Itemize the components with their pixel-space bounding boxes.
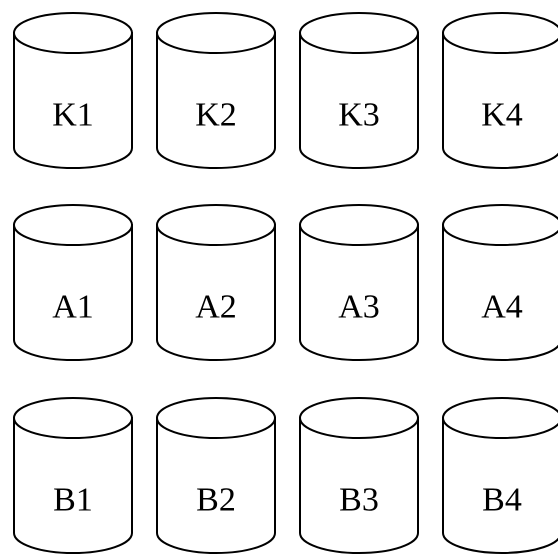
cylinder-top (299, 397, 419, 439)
cylinder-top (299, 204, 419, 246)
cylinder-label: A1 (52, 289, 94, 326)
cylinder-body (156, 417, 276, 554)
cylinder-top (299, 12, 419, 54)
cylinder-top (442, 204, 558, 246)
cylinder-label: A4 (481, 289, 523, 326)
cylinder-body (442, 417, 558, 554)
cylinder-b3: B3 (299, 397, 419, 554)
cylinder-body (299, 224, 419, 361)
cylinder-body (299, 32, 419, 169)
cylinder-label: B4 (482, 482, 522, 519)
cylinder-k3: K3 (299, 12, 419, 169)
cylinder-label: K4 (481, 97, 523, 134)
cylinder-body (442, 224, 558, 361)
cylinder-top (442, 12, 558, 54)
cylinder-a1: A1 (13, 204, 133, 361)
cylinder-top (156, 12, 276, 54)
cylinder-b2: B2 (156, 397, 276, 554)
cylinder-top (442, 397, 558, 439)
cylinder-a4: A4 (442, 204, 558, 361)
cylinder-body (13, 32, 133, 169)
cylinder-label: K3 (338, 97, 380, 134)
cylinder-label: B1 (53, 482, 93, 519)
cylinder-a3: A3 (299, 204, 419, 361)
cylinder-b1: B1 (13, 397, 133, 554)
cylinder-label: B2 (196, 482, 236, 519)
cylinder-k4: K4 (442, 12, 558, 169)
cylinder-body (156, 224, 276, 361)
cylinder-body (13, 224, 133, 361)
cylinder-top (156, 204, 276, 246)
cylinder-label: A2 (195, 289, 237, 326)
cylinder-body (13, 417, 133, 554)
cylinder-label: B3 (339, 482, 379, 519)
cylinder-label: A3 (338, 289, 380, 326)
cylinder-body (156, 32, 276, 169)
cylinder-k1: K1 (13, 12, 133, 169)
cylinder-k2: K2 (156, 12, 276, 169)
cylinder-body (299, 417, 419, 554)
cylinder-top (13, 204, 133, 246)
cylinder-label: K2 (195, 97, 237, 134)
cylinder-b4: B4 (442, 397, 558, 554)
cylinder-label: K1 (52, 97, 94, 134)
cylinder-body (442, 32, 558, 169)
cylinder-top (13, 397, 133, 439)
cylinder-top (156, 397, 276, 439)
cylinder-top (13, 12, 133, 54)
cylinder-a2: A2 (156, 204, 276, 361)
